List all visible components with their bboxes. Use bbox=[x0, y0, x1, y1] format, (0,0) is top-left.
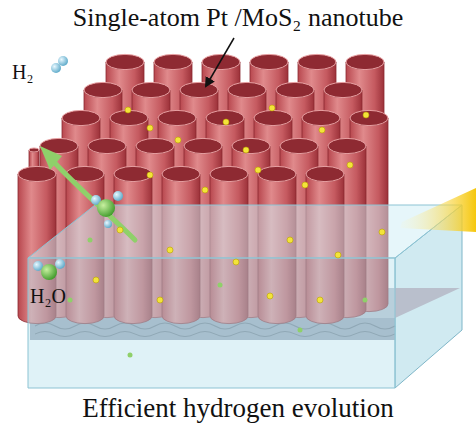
pt-atom bbox=[269, 105, 275, 111]
pt-atom bbox=[267, 293, 273, 299]
release-arrow-head bbox=[40, 146, 62, 170]
green-dot bbox=[298, 328, 303, 333]
pt-atom bbox=[175, 137, 181, 143]
pointer-arrow bbox=[206, 38, 234, 86]
pt-atom bbox=[117, 227, 123, 233]
water-molecule bbox=[33, 259, 65, 280]
green-dot bbox=[68, 298, 73, 303]
pt-atom bbox=[319, 127, 325, 133]
pt-atom bbox=[302, 182, 308, 188]
title-label: Single-atom Pt /MoS₂ nanotube bbox=[0, 2, 476, 33]
green-dot bbox=[88, 238, 93, 243]
pt-atom bbox=[379, 229, 385, 235]
hydrogen-molecule bbox=[51, 56, 68, 73]
pt-atom bbox=[255, 167, 261, 173]
green-dot bbox=[363, 298, 368, 303]
pt-atom bbox=[347, 162, 353, 168]
pt-atom bbox=[167, 247, 173, 253]
pt-atom bbox=[93, 277, 99, 283]
pt-atom bbox=[147, 125, 153, 131]
water-front bbox=[28, 258, 395, 388]
water-molecule bbox=[91, 191, 123, 217]
pt-atom bbox=[363, 112, 369, 118]
pt-atom bbox=[233, 259, 239, 265]
green-dot bbox=[218, 283, 223, 288]
green-dot bbox=[128, 353, 133, 358]
water-surface bbox=[28, 205, 462, 258]
pt-atom bbox=[317, 297, 323, 303]
caption: Efficient hydrogen evolution bbox=[0, 392, 476, 424]
pt-atom bbox=[287, 237, 293, 243]
pt-atom bbox=[157, 297, 163, 303]
pt-atom bbox=[335, 252, 341, 258]
molecule-label: H₂O bbox=[30, 284, 66, 308]
pt-atom bbox=[243, 147, 249, 153]
light-beam bbox=[400, 188, 476, 232]
water-molecule bbox=[104, 220, 112, 228]
pt-atom bbox=[125, 107, 131, 113]
pt-atom bbox=[147, 172, 153, 178]
pt-atom bbox=[202, 187, 208, 193]
pt-atom bbox=[223, 119, 229, 125]
release-arrow bbox=[52, 160, 135, 240]
molecule-label: H₂ bbox=[12, 60, 33, 84]
